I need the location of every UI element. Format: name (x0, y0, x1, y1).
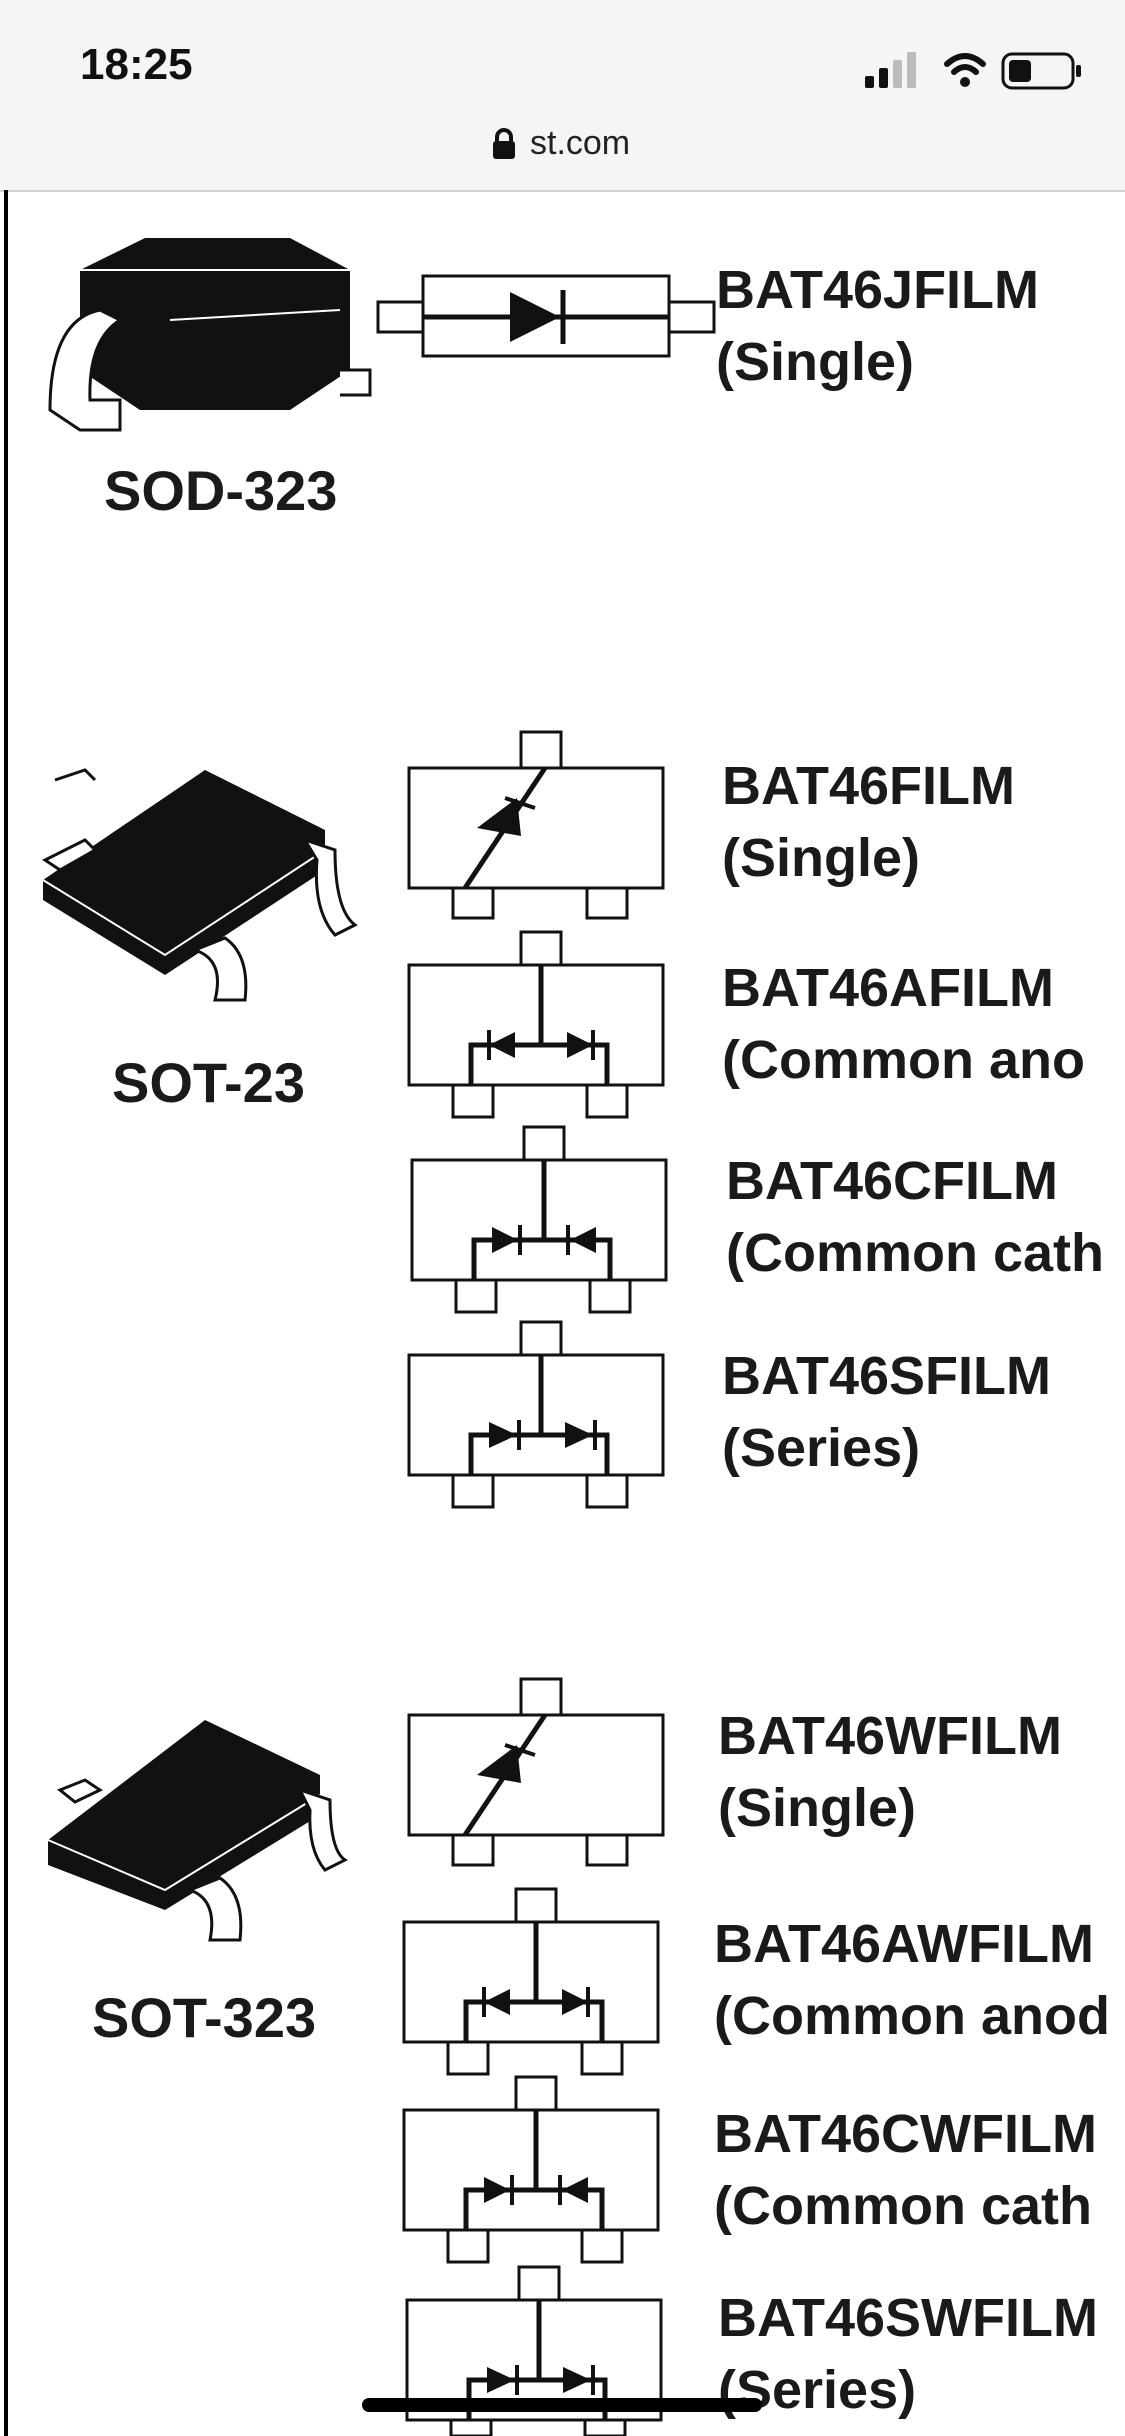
sod323-package-icon (48, 238, 372, 432)
image-left-border (4, 190, 8, 2436)
part-number: BAT46CWFILM (714, 2104, 1097, 2164)
part-config: (Single) (722, 828, 920, 888)
diode-symbol-single (376, 274, 716, 358)
part-entry: BAT46CWFILM (Common cath (714, 2098, 1097, 2242)
part-number: BAT46AFILM (722, 958, 1054, 1018)
part-config: (Common cath (714, 2176, 1092, 2236)
part-entry: BAT46AWFILM (Common anod (714, 1908, 1110, 2052)
diode-symbol-common-cathode (402, 2075, 660, 2264)
part-entry: BAT46SFILM (Series) (722, 1340, 1051, 1484)
part-config: (Common cath (726, 1223, 1104, 1283)
diode-symbol-common-anode (402, 1887, 660, 2076)
part-entry: BAT46JFILM (Single) (716, 254, 1039, 398)
status-icons (865, 52, 1081, 90)
package-label: SOT-23 (112, 1051, 305, 1114)
part-number: BAT46AWFILM (714, 1914, 1094, 1974)
diode-symbol-series (407, 1320, 665, 1509)
package-label: SOT-323 (92, 1986, 317, 2049)
part-number: BAT46WFILM (718, 1706, 1062, 1766)
part-number: BAT46FILM (722, 756, 1015, 816)
address-bar[interactable]: st.com (0, 110, 1125, 192)
sot323-package-icon (47, 1720, 348, 1942)
diode-symbol-common-cathode (410, 1125, 668, 1314)
part-number: BAT46JFILM (716, 260, 1040, 320)
diode-symbol-single (407, 1677, 665, 1867)
status-bar: 18:25 (0, 0, 1125, 120)
home-indicator[interactable] (362, 2398, 762, 2412)
package-label: SOD-323 (104, 459, 338, 522)
part-config: (Common anod (714, 1986, 1110, 2046)
url-text[interactable]: st.com (530, 124, 631, 162)
battery-icon (1001, 52, 1081, 90)
part-entry: BAT46CFILM (Common cath (726, 1145, 1104, 1289)
datasheet-image: SOD-323 BAT46JFILM (Single) SOT-23 BAT46… (0, 190, 1125, 2436)
part-number: BAT46SFILM (722, 1346, 1052, 1406)
part-config: (Series) (718, 2360, 917, 2420)
part-config: (Single) (716, 332, 914, 392)
signal-icon (865, 52, 916, 88)
part-config: (Common ano (722, 1030, 1085, 1090)
part-number: BAT46SWFILM (718, 2288, 1098, 2348)
wifi-icon (944, 53, 986, 87)
part-entry: BAT46SWFILM (Series) (718, 2282, 1098, 2426)
part-entry: BAT46WFILM (Single) (718, 1700, 1062, 1844)
part-entry: BAT46FILM (Single) (722, 750, 1015, 894)
part-entry: BAT46AFILM (Common ano (722, 952, 1085, 1096)
status-time: 18:25 (80, 40, 193, 89)
diode-symbol-common-anode (407, 930, 665, 1119)
sot23-package-icon (42, 768, 358, 1002)
part-config: (Single) (718, 1778, 916, 1838)
lock-icon (493, 128, 515, 159)
diode-symbol-single (407, 730, 665, 920)
part-number: BAT46CFILM (726, 1151, 1058, 1211)
part-config: (Series) (722, 1418, 921, 1478)
